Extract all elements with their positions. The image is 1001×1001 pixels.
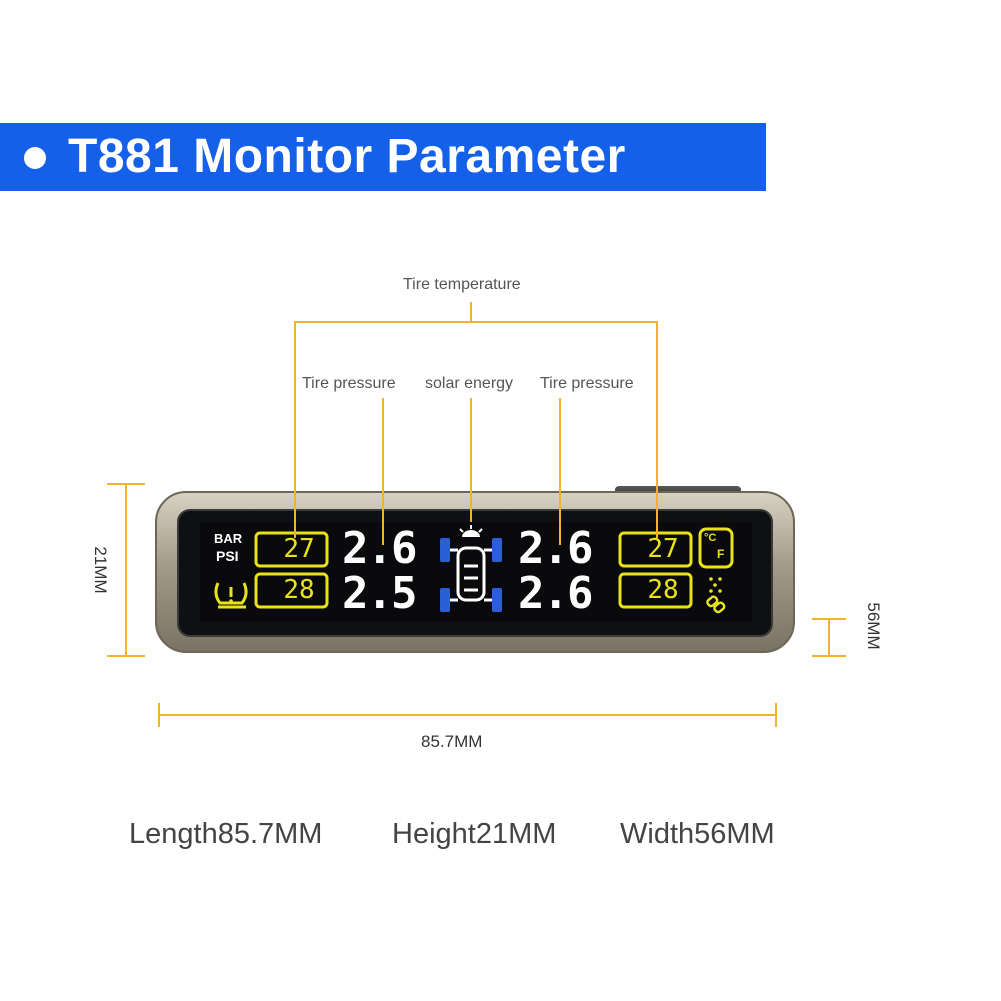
temp-unit-c: °C — [704, 532, 717, 544]
width-dimension-label: 56MM — [864, 602, 883, 650]
callout-lines — [107, 302, 846, 727]
spec-width: Width56MM — [620, 818, 775, 850]
unit-bar-label: BAR — [214, 531, 243, 546]
pressure-front-right: 2.6 — [518, 523, 593, 574]
tpms-warning-icon — [214, 582, 248, 609]
temp-box-front-left — [254, 531, 329, 568]
sun-icon — [459, 525, 483, 538]
car-chassis-icon — [440, 538, 502, 612]
pressure-front-left: 2.6 — [342, 523, 417, 574]
height-dimension-label: 21MM — [91, 546, 110, 594]
unit-psi-label: PSI — [216, 548, 239, 564]
temp-box-rear-left — [254, 572, 329, 609]
page-title: T881 Monitor Parameter — [68, 130, 626, 183]
temp-rear-right: 28 — [647, 575, 679, 605]
spec-length: Length85.7MM — [129, 818, 323, 850]
temp-front-right: 27 — [647, 534, 679, 564]
temp-rear-left: 28 — [283, 575, 315, 605]
snowflake-icon — [709, 577, 722, 593]
callout-tire-temperature: Tire temperature — [403, 276, 521, 293]
pressure-rear-right: 2.6 — [518, 568, 593, 619]
link-icon — [706, 595, 726, 614]
bullet-icon — [24, 147, 46, 169]
temp-front-left: 27 — [283, 534, 315, 564]
temp-unit-box — [698, 527, 734, 569]
callout-tire-pressure-left: Tire pressure — [302, 375, 396, 392]
title-banner: T881 Monitor Parameter — [0, 123, 766, 191]
temp-box-rear-right — [618, 572, 693, 609]
temp-unit-f: F — [717, 547, 725, 561]
spec-height: Height21MM — [392, 818, 557, 850]
temp-box-front-right — [618, 531, 693, 568]
length-dimension-label: 85.7MM — [421, 732, 483, 751]
callout-solar-energy: solar energy — [425, 375, 514, 392]
lcd-screen — [200, 522, 752, 622]
callout-tire-pressure-right: Tire pressure — [540, 375, 634, 392]
pressure-rear-left: 2.5 — [342, 568, 417, 619]
